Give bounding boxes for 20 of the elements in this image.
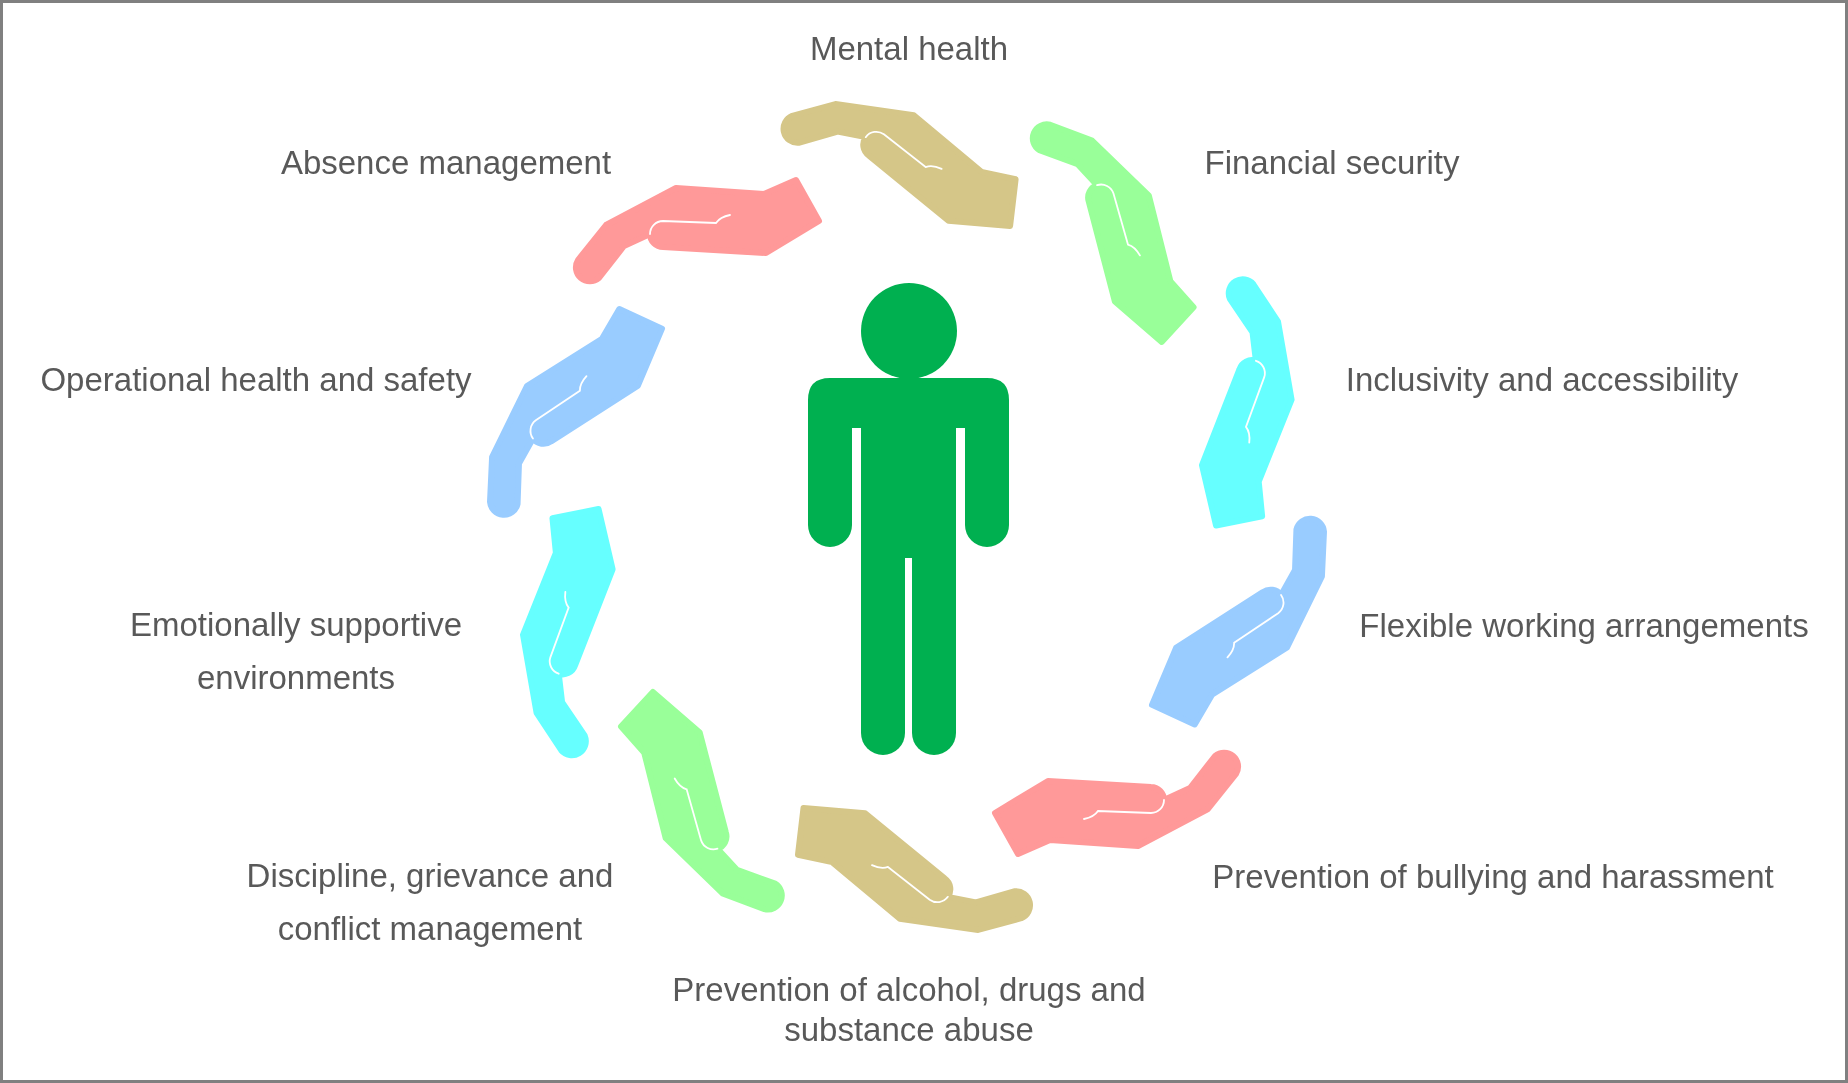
hand-icon xyxy=(991,748,1242,858)
hand-icon xyxy=(779,100,1019,229)
hand-icon xyxy=(1198,274,1295,529)
topic-label: Mental health xyxy=(808,29,1010,69)
topic-label: Inclusivity and accessibility xyxy=(1344,360,1740,400)
topic-label: Financial security xyxy=(1203,143,1461,183)
hand-icon xyxy=(795,805,1035,934)
person-icon xyxy=(807,282,1010,755)
topic-label: Absence management xyxy=(279,143,613,183)
hand-icon xyxy=(1027,121,1197,346)
hand-icon xyxy=(617,688,787,913)
hand-icon xyxy=(486,306,665,520)
topic-label: Operational health and safety xyxy=(39,360,473,400)
topic-label: Flexible working arrangements xyxy=(1358,606,1810,646)
topic-label: Discipline, grievance and conflict management xyxy=(245,856,615,949)
topic-label: Emotionally supportive environments xyxy=(129,605,463,698)
topic-label: Prevention of alcohol, drugs and substance abuse xyxy=(671,970,1147,1050)
topic-label: Prevention of bullying and harassment xyxy=(1211,857,1775,897)
hand-icon xyxy=(519,505,616,760)
hand-icon xyxy=(1149,514,1327,728)
